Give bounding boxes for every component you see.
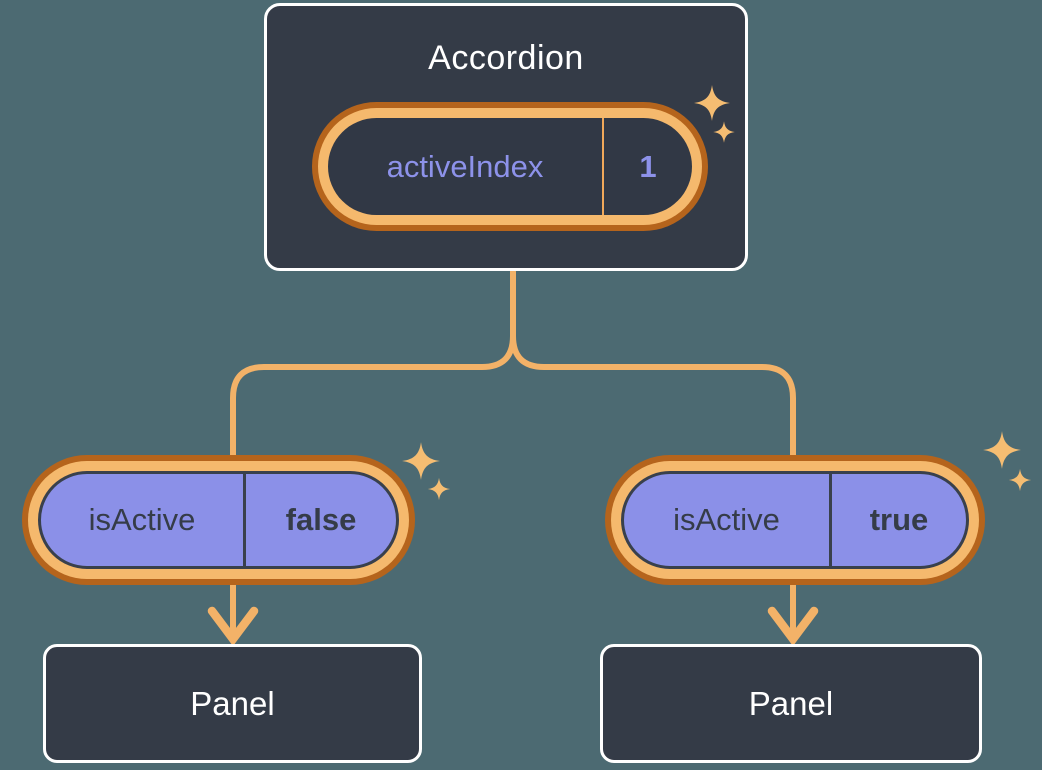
prop-pill-right: isActive true: [605, 455, 985, 585]
prop-pill-left: isActive false: [22, 455, 415, 585]
prop-value-label: false: [285, 502, 357, 537]
accordion-node: Accordion activeIndex 1: [264, 3, 748, 271]
accordion-node-title: Accordion: [428, 39, 584, 77]
sparkle-icon: [427, 477, 451, 501]
prop-pill-left-body: isActive false: [38, 471, 399, 569]
panel-node-label: Panel: [190, 684, 275, 722]
prop-value-label: true: [869, 502, 929, 537]
prop-pill-right-body: isActive true: [621, 471, 969, 569]
state-pill-glow-ring: activeIndex 1: [318, 108, 702, 225]
sparkle-icon: [1008, 468, 1032, 492]
state-value-label: 1: [639, 148, 657, 184]
panel-node-right: Panel: [600, 644, 982, 763]
sparkle-icon: [983, 431, 1021, 469]
prop-pill-right-glow-ring: isActive true: [611, 461, 979, 579]
panel-node-label: Panel: [748, 684, 834, 722]
arrow-down-icon: [207, 606, 259, 647]
pill-divider: [602, 118, 604, 215]
state-name-label: activeIndex: [386, 148, 544, 184]
prop-name-label: isActive: [88, 502, 196, 537]
panel-node-left: Panel: [43, 644, 422, 763]
prop-pill-left-glow-ring: isActive false: [28, 461, 409, 579]
prop-name-label: isActive: [673, 502, 780, 537]
pill-divider: [829, 474, 832, 566]
sparkle-icon: [402, 442, 440, 480]
state-pill-body: activeIndex 1: [328, 118, 692, 215]
arrow-down-icon: [767, 606, 819, 647]
state-pill: activeIndex 1: [312, 102, 708, 231]
